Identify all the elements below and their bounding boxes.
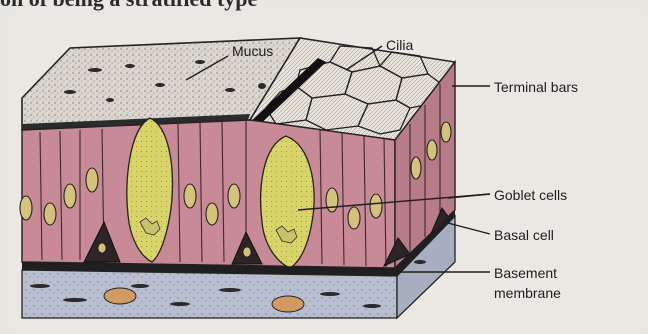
label-basement-line2: membrane <box>494 285 561 301</box>
label-cilia: Cilia <box>386 37 413 53</box>
connective-tissue <box>22 270 397 318</box>
top-text: on of being a stratified type <box>0 0 258 11</box>
columnar-epithelium <box>22 120 395 268</box>
label-basal-cell: Basal cell <box>494 227 554 243</box>
label-basement-line1: Basement <box>494 265 557 281</box>
label-goblet-cells: Goblet cells <box>494 187 567 203</box>
label-mucus: Mucus <box>232 43 273 59</box>
label-terminal-bars: Terminal bars <box>494 79 578 95</box>
